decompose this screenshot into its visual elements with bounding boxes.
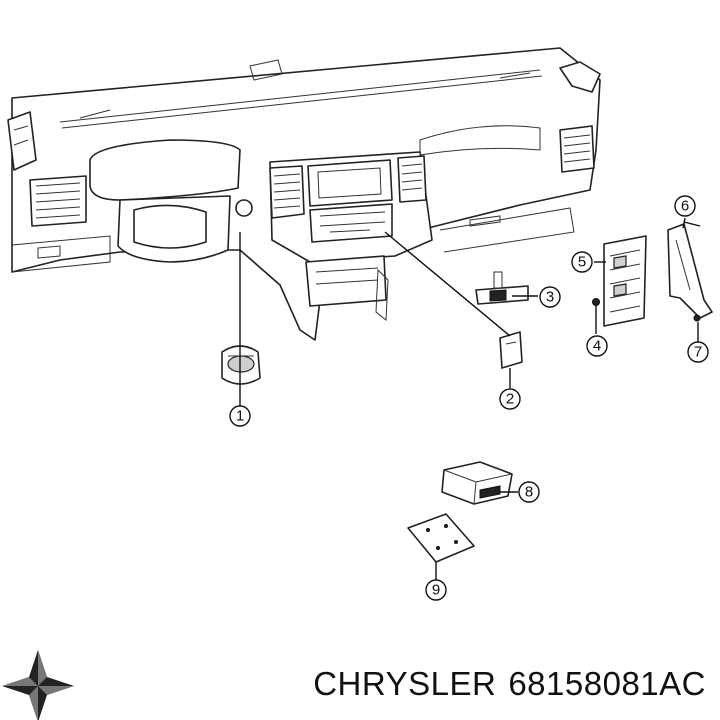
callout-label: 1: [236, 408, 244, 425]
part-7-screw: [693, 314, 701, 322]
part-6-bracket: [667, 223, 713, 319]
part-number: 68158081AC: [508, 665, 706, 702]
callout-label: 5: [578, 254, 586, 271]
instrument-panel: [7, 47, 601, 341]
callout-3: 3: [539, 286, 561, 308]
callout-6: 6: [674, 195, 696, 217]
callout-7: 7: [687, 341, 709, 363]
part-4-screw: [592, 298, 600, 306]
part-9-mounting-plate: [407, 513, 475, 563]
footer-part-label: CHRYSLER 68158081AC: [313, 665, 706, 703]
callout-9: 9: [425, 579, 447, 601]
callout-1: 1: [229, 405, 251, 427]
callout-label: 2: [506, 391, 514, 408]
callout-2: 2: [499, 388, 521, 410]
callout-label: 8: [525, 484, 533, 501]
callout-label: 4: [593, 338, 601, 355]
callout-8: 8: [518, 481, 540, 503]
chrysler-pentastar-logo: [2, 650, 74, 720]
leader-lines: [239, 217, 701, 580]
callout-label: 6: [681, 198, 689, 215]
callout-label: 7: [694, 344, 702, 361]
callout-label: 9: [432, 582, 440, 599]
callout-label: 3: [546, 289, 554, 306]
part-1-ignition-switch: [221, 345, 261, 385]
part-5-switch-panel: [603, 235, 647, 327]
part-3-switch-bank: [475, 271, 529, 305]
part-8-control-module: [441, 461, 513, 505]
part-2-module: [499, 331, 523, 369]
callout-4: 4: [586, 335, 608, 357]
callout-5: 5: [571, 251, 593, 273]
brand-name: CHRYSLER: [313, 665, 497, 702]
